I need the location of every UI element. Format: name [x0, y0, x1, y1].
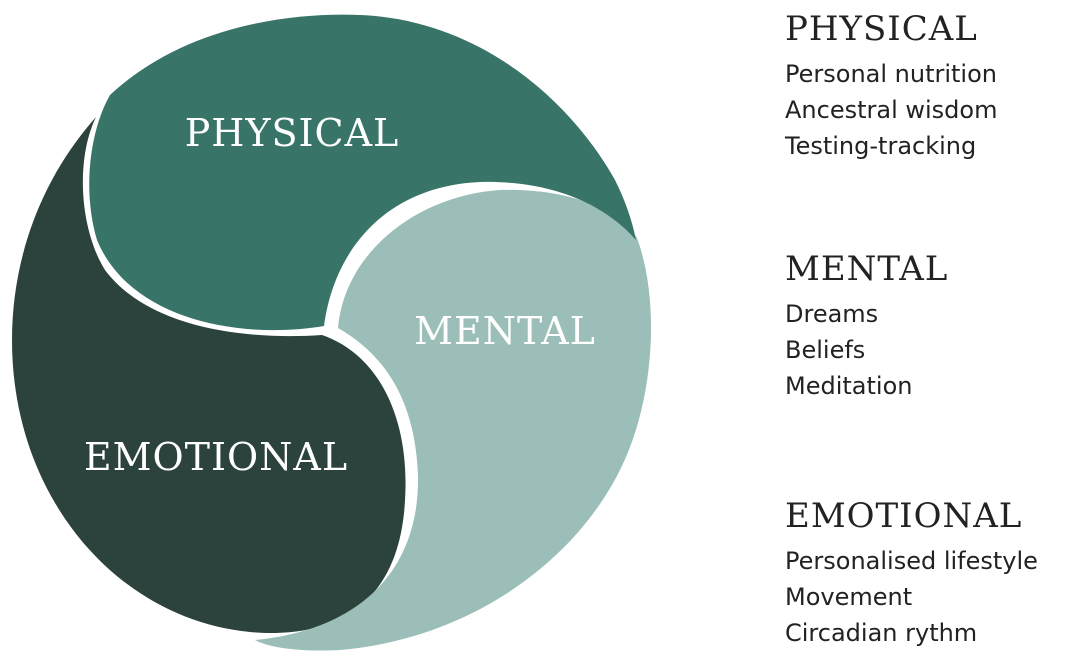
- mental-segment: [255, 189, 652, 651]
- legend-item: Personal nutrition: [785, 60, 997, 88]
- legend-item: Meditation: [785, 372, 913, 400]
- legend-title: PHYSICAL: [785, 9, 978, 49]
- legend-title: EMOTIONAL: [785, 496, 1023, 536]
- legend-item: Circadian rythm: [785, 619, 978, 647]
- legend-physical: PHYSICAL Personal nutrition Ancestral wi…: [785, 10, 1080, 164]
- legend-title: MENTAL: [785, 249, 949, 289]
- legend-item: Testing-tracking: [785, 132, 977, 160]
- legend-emotional: EMOTIONAL Personalised lifestyle Movemen…: [785, 497, 1080, 651]
- legend-mental: MENTAL Dreams Beliefs Meditation: [785, 250, 1080, 404]
- legend-item: Beliefs: [785, 336, 866, 364]
- legend-item: Ancestral wisdom: [785, 96, 998, 124]
- legend-item: Movement: [785, 583, 913, 611]
- three-part-diagram: PHYSICAL MENTAL EMOTIONAL: [12, 14, 652, 651]
- physical-segment: [89, 14, 637, 331]
- emotional-segment-label: EMOTIONAL: [84, 435, 348, 479]
- mental-segment-label: MENTAL: [414, 309, 596, 353]
- emotional-segment: [12, 117, 406, 633]
- legend-item: Personalised lifestyle: [785, 547, 1038, 575]
- legend-item: Dreams: [785, 300, 879, 328]
- physical-segment-label: PHYSICAL: [185, 111, 400, 155]
